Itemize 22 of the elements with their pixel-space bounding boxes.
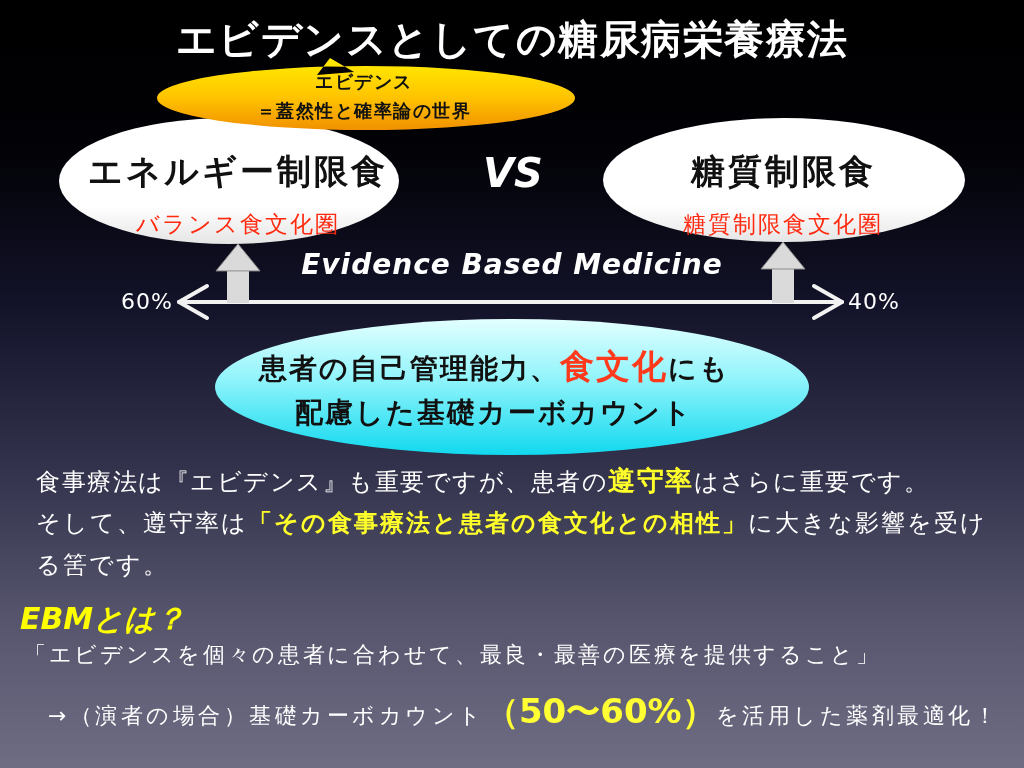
diet-ellipse — [602, 117, 966, 243]
percent-label: 60% — [121, 288, 173, 316]
block-arrow — [215, 243, 261, 303]
ellipse-title: 糖質制限食 — [690, 150, 876, 192]
body-text: 食事療法は『エビデンス』も重要ですが、患者の遵守率はさらに重要です。 — [36, 464, 929, 498]
slide-title: エビデンスとしての糖尿病栄養療法 — [175, 15, 849, 63]
vs-label: VS — [483, 150, 543, 196]
quote-text: 「エビデンスを個々の患者に合わせて、最良・最善の医療を提供すること」 — [24, 641, 881, 669]
banner-text: Evidence Based Medicine — [301, 247, 723, 283]
ellipse-subtitle: バランス食文化圏 — [136, 210, 340, 239]
block-arrow — [760, 241, 806, 303]
percent-label: 40% — [848, 288, 900, 316]
section-heading: EBMとは？ — [20, 600, 186, 638]
ellipse-subtitle: 糖質制限食文化圏 — [683, 210, 883, 239]
callout-text: ＝蓋然性と確率論の世界 — [256, 99, 472, 123]
double-arrow — [177, 284, 844, 320]
ellipse-title: エネルギー制限食 — [88, 150, 388, 192]
callout-title: エビデンス — [315, 70, 413, 94]
body-text: そして、遵守率は「その食事療法と患者の食文化との相性」に大きな影響を受ける筈です。 — [36, 508, 988, 581]
body-text: →（演者の場合）基礎カーボカウント（50〜60%）を活用した薬剤最適化！ — [48, 690, 1000, 733]
summary-text: 患者の自己管理能力、食文化にも配慮した基礎カーボカウント — [257, 344, 731, 431]
summary-ellipse — [214, 318, 810, 456]
